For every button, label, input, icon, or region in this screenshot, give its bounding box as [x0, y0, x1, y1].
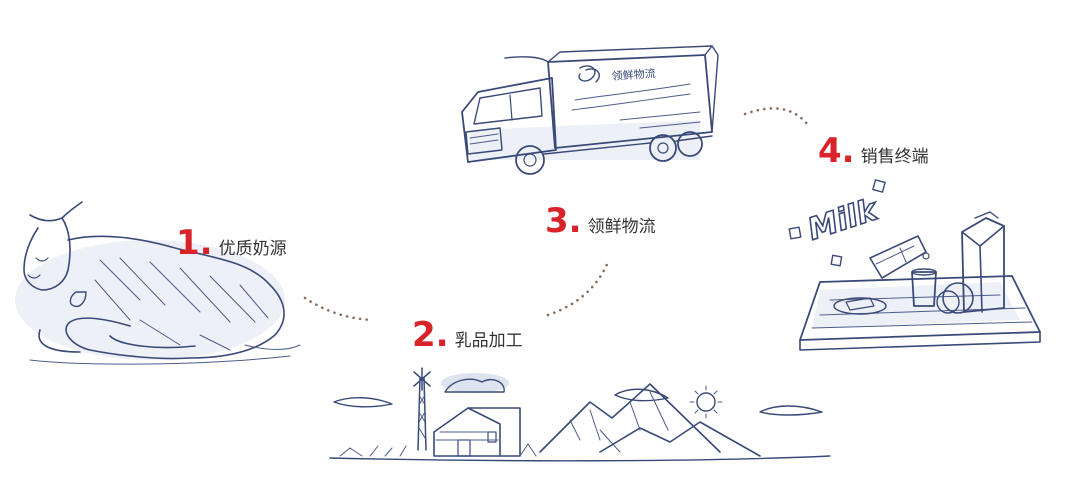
- truck-illustration: [461, 45, 719, 175]
- step-4-label: 4. 销售终端: [818, 134, 929, 168]
- step-4-text: 销售终端: [860, 147, 929, 167]
- milk-word: Milk: [804, 192, 884, 248]
- step-4-number: 4.: [818, 131, 855, 171]
- step-3-label: 3. 领鲜物流: [545, 204, 656, 238]
- step-2-text: 乳品加工: [454, 331, 523, 351]
- connector-1-2: [303, 296, 374, 322]
- step-1-text: 优质奶源: [218, 239, 287, 259]
- step-3-number: 3.: [545, 201, 582, 241]
- connector-3-4: [743, 107, 812, 130]
- connector-2-3: [546, 260, 610, 317]
- cow-illustration: [15, 201, 301, 365]
- step-2-label: 2. 乳品加工: [412, 318, 523, 352]
- step-1-number: 1.: [176, 223, 213, 263]
- milk-table-illustration: [788, 179, 1041, 351]
- step-2-number: 2.: [412, 315, 449, 355]
- step-1-label: 1. 优质奶源: [176, 226, 287, 260]
- step-3-text: 领鲜物流: [587, 217, 656, 237]
- farm-landscape-illustration: [329, 367, 831, 462]
- truck-logo-text: 领鲜物流: [611, 66, 656, 83]
